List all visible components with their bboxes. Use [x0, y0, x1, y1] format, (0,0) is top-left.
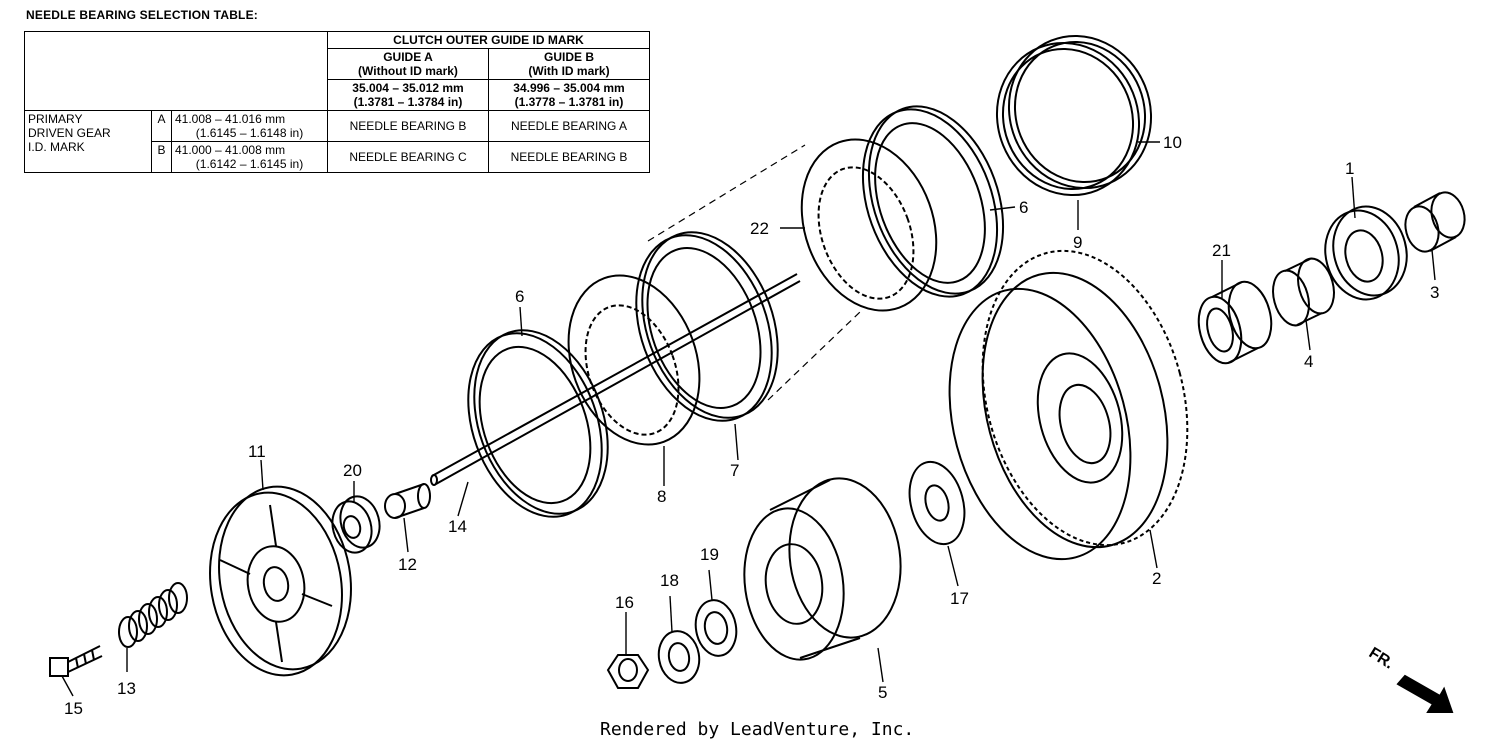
- friction-disc-7: [635, 231, 779, 422]
- callout-7: 7: [730, 461, 739, 480]
- washer-18: [657, 630, 701, 684]
- needle-bearing-21: [1197, 280, 1273, 365]
- row-a-guide-b: NEEDLE BEARING A: [488, 110, 650, 142]
- clutch-plate-8: [567, 274, 701, 446]
- washer-19: [694, 599, 738, 657]
- pressure-plate-11: [209, 485, 352, 677]
- callout-8: 8: [657, 487, 666, 506]
- header-clutch-outer: CLUTCH OUTER GUIDE ID MARK: [327, 31, 650, 49]
- lifter-rod-14: [430, 273, 801, 486]
- callout-6-upper: 6: [1019, 198, 1028, 217]
- callout-13: 13: [117, 679, 136, 698]
- row-b-guide-b: NEEDLE BEARING B: [488, 141, 650, 173]
- callout-12: 12: [398, 555, 417, 574]
- clutch-center-5: [743, 477, 902, 661]
- callout-15: 15: [64, 699, 83, 718]
- thrust-washer-17: [908, 460, 966, 546]
- callout-22: 22: [750, 219, 769, 238]
- guide-a-range: 35.004 – 35.012 mm(1.3781 – 1.3784 in): [327, 79, 489, 111]
- table-corner-cell: [24, 31, 328, 111]
- callout-17: 17: [950, 589, 969, 608]
- lock-nut-16: [606, 654, 650, 689]
- bolt-15: [49, 645, 103, 677]
- oil-pump-drive-sprocket-1: [1324, 205, 1408, 301]
- lifter-piece-12: [384, 483, 431, 519]
- clutch-outer-guide-4: [1272, 257, 1335, 327]
- callout-5: 5: [878, 683, 887, 702]
- callout-21: 21: [1212, 241, 1231, 260]
- spring-13: [118, 582, 188, 648]
- callout-9: 9: [1073, 233, 1082, 252]
- row-b-range: 41.000 – 41.008 mm(1.6142 – 1.6145 in): [171, 141, 328, 173]
- header-guide-b: GUIDE B(With ID mark): [488, 48, 650, 80]
- friction-disc-6-lower: [467, 329, 609, 518]
- row-a-guide-a: NEEDLE BEARING B: [327, 110, 489, 142]
- needle-bearing-selection-table: CLUTCH OUTER GUIDE ID MARK GUIDE A(Witho…: [24, 31, 650, 173]
- table-title: NEEDLE BEARING SELECTION TABLE:: [26, 8, 258, 22]
- callout-20: 20: [343, 461, 362, 480]
- callout-18: 18: [660, 571, 679, 590]
- friction-disc-6-upper: [861, 105, 1005, 298]
- callout-4: 4: [1304, 352, 1313, 371]
- callout-2: 2: [1152, 569, 1161, 588]
- guide-b-range: 34.996 – 35.004 mm(1.3778 – 1.3781 in): [488, 79, 650, 111]
- row-a-range: 41.008 – 41.016 mm(1.6145 – 1.6148 in): [171, 110, 328, 142]
- callout-16: 16: [615, 593, 634, 612]
- clutch-outer-2: [948, 249, 1189, 561]
- callout-19: 19: [700, 545, 719, 564]
- clutch-plate-22: [800, 138, 938, 312]
- row-b-guide-a: NEEDLE BEARING C: [327, 141, 489, 173]
- callout-14: 14: [448, 517, 467, 536]
- row-b-mark: B: [151, 141, 172, 173]
- callout-10: 10: [1163, 133, 1182, 152]
- front-direction-arrow: [1396, 674, 1454, 713]
- collar-3: [1404, 191, 1466, 253]
- callout-3: 3: [1430, 283, 1439, 302]
- bearing-20: [331, 495, 381, 554]
- snap-ring-10: [995, 34, 1153, 197]
- callout-6-lower: 6: [515, 287, 524, 306]
- leader-lines: [61, 141, 1436, 697]
- render-credit: Rendered by LeadVenture, Inc.: [600, 719, 915, 740]
- callout-11: 11: [248, 442, 266, 461]
- callout-1: 1: [1345, 159, 1354, 178]
- alignment-lines: [647, 144, 861, 401]
